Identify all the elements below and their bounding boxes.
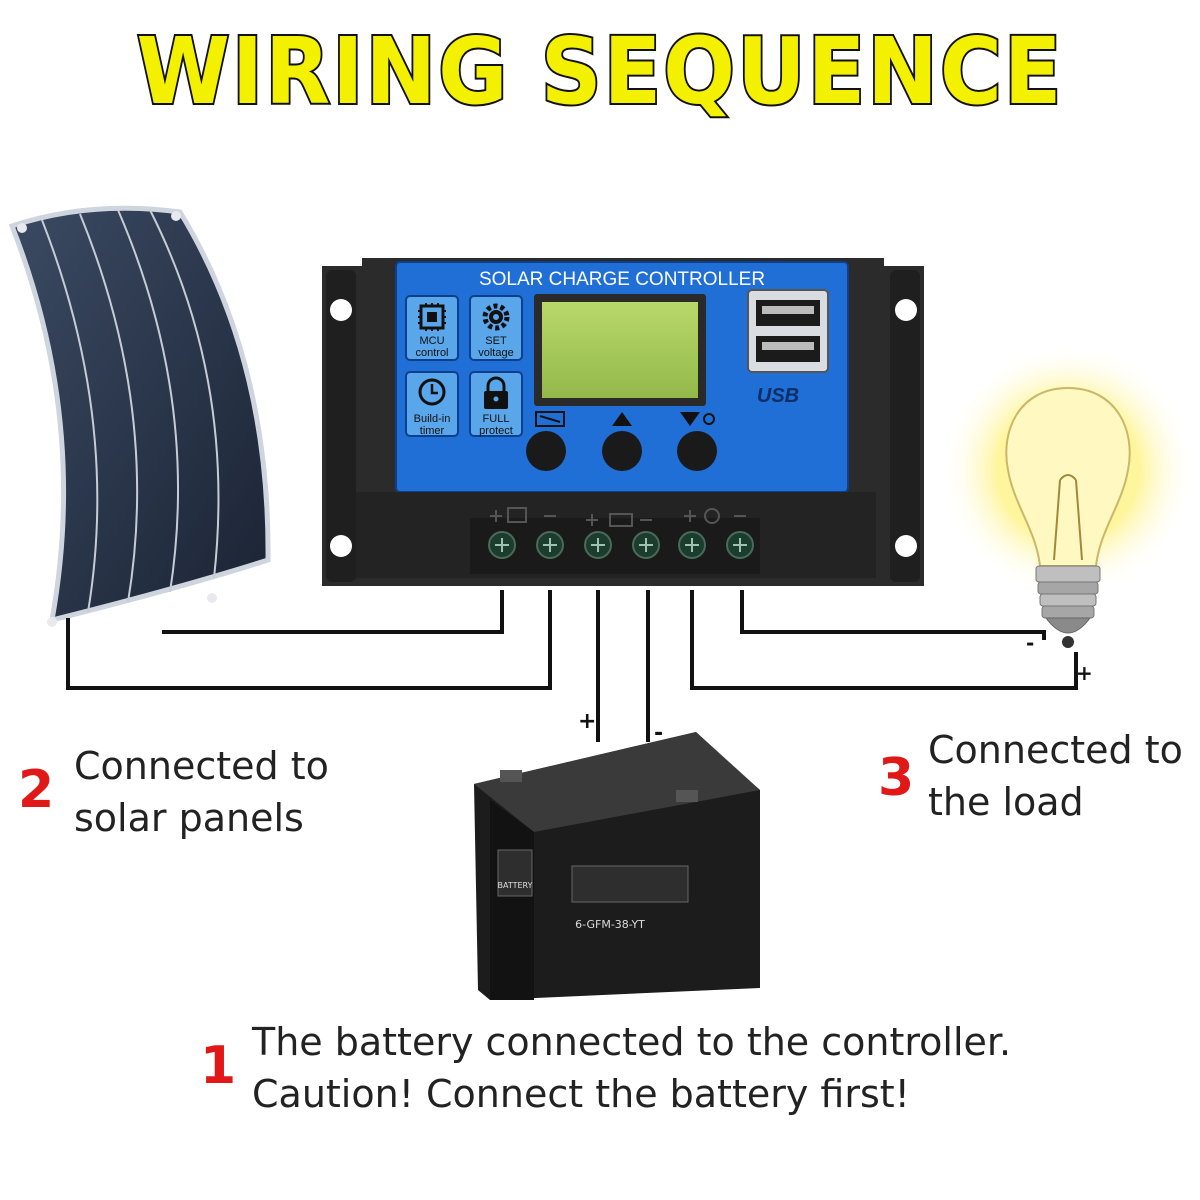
chip-icon (418, 303, 446, 331)
gear-icon (482, 303, 510, 331)
battery-minus: - (654, 721, 663, 746)
feature-timer-label2: timer (420, 425, 445, 437)
solar-panel (8, 205, 271, 627)
feature-set-label1: SET (485, 335, 507, 347)
step-2-number: 2 (18, 760, 55, 820)
up-button (602, 431, 642, 471)
up-icon (612, 412, 632, 426)
menu-icon (535, 411, 565, 427)
menu-button (526, 431, 566, 471)
light-bulb (940, 342, 1196, 648)
step-2-line2: solar panels (74, 796, 304, 840)
battery (474, 732, 760, 1000)
clock-icon (418, 378, 446, 406)
screw-terminals (488, 531, 754, 559)
terminal-symbols (490, 507, 746, 527)
feature-set-label2: voltage (478, 347, 513, 359)
feature-full-label1: FULL (483, 413, 510, 425)
page-title: WIRING SEQUENCE (135, 16, 1064, 127)
feature-full-label2: protect (479, 425, 513, 437)
solar-charge-controller: SOLAR CHARGE CONTROLLER MCU control SET … (322, 258, 924, 586)
down-button (677, 431, 717, 471)
step-1-line1: The battery connected to the controller. (252, 1020, 1012, 1064)
battery-brand: BATTERY (498, 881, 533, 890)
step-3-line1: Connected to (928, 728, 1183, 772)
battery-model: 6-GFM-38-YT (575, 918, 645, 931)
feature-timer-label1: Build-in (414, 413, 451, 425)
load-plus: + (1076, 661, 1093, 685)
step-3-line2: the load (928, 780, 1084, 824)
battery-wires (596, 590, 650, 742)
load-minus: - (1026, 631, 1034, 655)
usb-label: USB (757, 385, 799, 407)
step-1-number: 1 (200, 1036, 237, 1096)
battery-plus: + (578, 709, 596, 734)
feature-mcu-label2: control (415, 347, 448, 359)
feature-mcu-label1: MCU (419, 335, 444, 347)
step-3-number: 3 (878, 748, 915, 808)
step-2-line1: Connected to (74, 744, 329, 788)
usb-ports (747, 289, 829, 373)
load-wires (690, 590, 1078, 690)
lock-icon (484, 376, 508, 409)
down-icon (680, 412, 715, 426)
step-1-line2: Caution! Connect the battery first! (252, 1072, 910, 1116)
controller-header: SOLAR CHARGE CONTROLLER (479, 269, 765, 290)
solar-wires (66, 590, 552, 690)
